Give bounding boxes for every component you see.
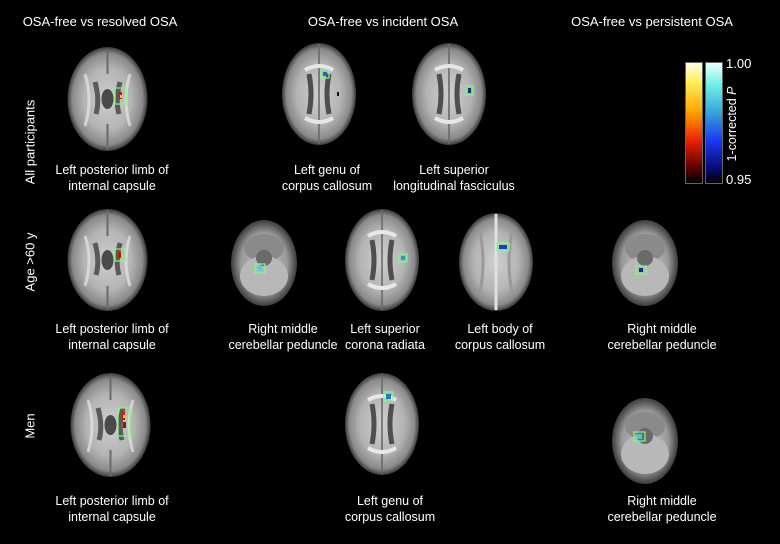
row-header-men: Men	[22, 413, 38, 439]
brain-slice-r2-scr	[345, 209, 419, 311]
brain-slice-r2-persistent	[612, 220, 678, 306]
brain-slice-r3-resolved	[70, 373, 151, 477]
brain-slice-r2-mcp	[231, 220, 297, 306]
warm-color-bar	[685, 62, 703, 184]
cool-color-bar	[705, 62, 723, 184]
brain-slice-r1-slf	[412, 43, 486, 145]
brain-slice-r3-genu	[345, 373, 419, 475]
row-header-age: Age >60 y	[22, 232, 38, 292]
column-header-incident: OSA-free vs incident OSA	[307, 14, 459, 29]
brain-slice-r1-genu	[282, 43, 356, 145]
legend-title: 1-corrected P	[725, 86, 739, 162]
brain-slice-r2-body	[459, 213, 533, 311]
brain-slice-r1-resolved	[67, 47, 148, 151]
brain-slice-r2-resolved	[67, 209, 148, 311]
brain-slice-r3-persistent	[612, 398, 678, 484]
highlight-box	[114, 87, 127, 105]
legend-min-label: 0.95	[726, 172, 752, 187]
color-scale-legend: 1.00 1-corrected P 0.95	[680, 56, 776, 190]
legend-max-label: 1.00	[726, 56, 752, 71]
column-header-resolved: OSA-free vs resolved OSA	[22, 14, 178, 29]
column-header-persistent: OSA-free vs persistent OSA	[571, 14, 733, 29]
